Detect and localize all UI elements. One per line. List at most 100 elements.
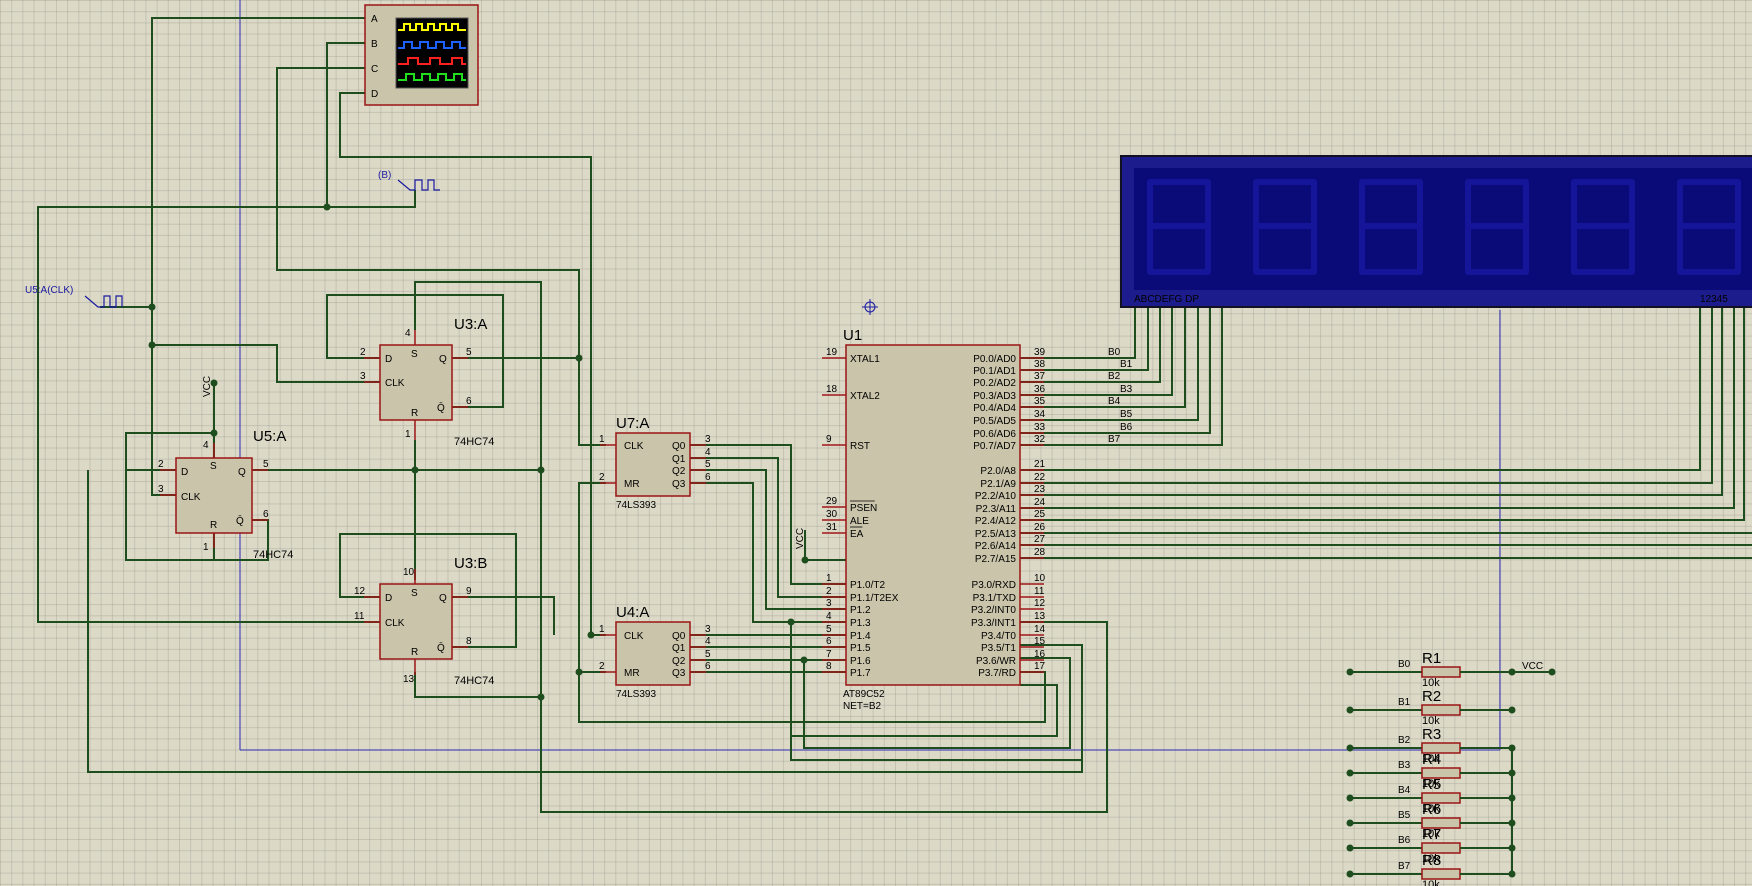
resistor-value: 10k	[1422, 828, 1440, 840]
u1-left-pin-num: 8	[826, 661, 832, 672]
u3a-pin-d: D	[385, 354, 392, 365]
u3b-part: 74HC74	[454, 675, 494, 687]
u1-left-pin-name: ALE	[850, 516, 869, 527]
sheet-border	[239, 0, 1501, 751]
u7-num-clk: 1	[599, 434, 605, 445]
u1-right-pin-num: 12	[1034, 598, 1046, 609]
u5-num-q: 5	[263, 459, 269, 470]
u4-counter[interactable]: CLK MR Q0 Q1 Q2 Q3 1 2 3 4 5 6 U4:A 74LS…	[599, 604, 711, 700]
u5-flipflop[interactable]: D CLK Q Q̄ S R 2 3 5 6 4 1 U5:A 74HC74 V…	[158, 376, 293, 561]
u3b-flipflop[interactable]: D CLK Q Q̄ S R 12 11 9 8 10 13 U3:B 74HC…	[354, 555, 494, 687]
scope-pin-b: B	[371, 39, 378, 50]
u7-counter[interactable]: CLK MR Q0 Q1 Q2 Q3 1 2 3 4 5 6 U7:A 74LS…	[599, 415, 711, 511]
u1-right-pin-name: P0.5/AD5	[973, 416, 1016, 427]
u1-left-pin-name: P1.0/T2	[850, 580, 885, 591]
u4-pin-q1: Q1	[672, 643, 686, 654]
u4-part: 74LS393	[616, 689, 656, 700]
u3b-pin-clk: CLK	[385, 618, 405, 629]
u1-left-pin-name: XTAL1	[850, 354, 880, 365]
generator-u5-label: U5:A(CLK)	[25, 285, 73, 296]
u1-left-pin-num: 5	[826, 624, 832, 635]
u4-num-mr: 2	[599, 661, 605, 672]
u7-num-q1: 4	[705, 447, 711, 458]
u1-left-pin-name: XTAL2	[850, 391, 880, 402]
u3a-pin-q: Q	[439, 354, 447, 365]
u3b-pin-q: Q	[439, 593, 447, 604]
lcd-digits	[1147, 179, 1741, 275]
u1-right-pin-num: 37	[1034, 371, 1046, 382]
u1-right-pin-num: 21	[1034, 459, 1046, 470]
u1-right-pin-name: P0.1/AD1	[973, 366, 1016, 377]
u1-right-pin-num: 23	[1034, 484, 1046, 495]
u7-num-q3: 6	[705, 472, 711, 483]
u1-right-pin-name: P2.7/A15	[975, 554, 1017, 565]
u5-num-d: 2	[158, 459, 164, 470]
u1-right-pin-name: P2.3/A11	[976, 504, 1017, 515]
u3a-num-r: 1	[405, 429, 411, 440]
u5-vcc: VCC	[202, 376, 213, 397]
u1-right-pin-name: P3.1/TXD	[973, 593, 1016, 604]
u1-right-pin-name: P3.6/WR	[976, 656, 1016, 667]
resistor-net: B3	[1398, 760, 1411, 771]
u1-bus-label: B0	[1108, 347, 1121, 358]
u3a-num-s: 4	[405, 328, 411, 339]
u3b-pin-qb: Q̄	[437, 641, 445, 654]
u4-num-q1: 4	[705, 636, 711, 647]
oscilloscope[interactable]: A B C D	[364, 4, 479, 106]
u1-left-pin-num: 29	[826, 496, 838, 507]
u1-bus-label: B7	[1108, 434, 1121, 445]
u3b-num-qb: 8	[466, 636, 472, 647]
scope-pin-c: C	[371, 64, 378, 75]
resistor-value: 10k	[1422, 778, 1440, 790]
generator-b[interactable]: (B)	[378, 170, 440, 191]
u3a-num-d: 2	[360, 347, 366, 358]
generator-u5-clk[interactable]: U5:A(CLK)	[25, 285, 123, 308]
wires	[37, 17, 1752, 874]
u4-pin-mr: MR	[624, 668, 640, 679]
u5-pin-qb: Q̄	[236, 514, 244, 527]
u3a-flipflop[interactable]: D CLK Q Q̄ S R 2 3 5 6 4 1 U3:A 74HC74	[360, 316, 494, 448]
u3a-part: 74HC74	[454, 436, 494, 448]
u1-right-pin-num: 25	[1034, 509, 1046, 520]
lcd-digit	[1253, 179, 1317, 275]
resistor-net: B1	[1398, 697, 1411, 708]
u3b-pin-s: S	[411, 588, 418, 599]
u1-left-pin-name: P1.4	[850, 631, 871, 642]
u1-left-pin-name: PSEN	[850, 503, 877, 514]
u1-left-pin-num: 2	[826, 586, 832, 597]
u4-pin-q0: Q0	[672, 631, 686, 642]
u1-right-pin-num: 32	[1034, 434, 1046, 445]
u5-pin-d: D	[181, 467, 188, 478]
u1-right-pin-num: 38	[1034, 359, 1046, 370]
u4-num-q2: 5	[705, 649, 711, 660]
resistor-net: B7	[1398, 861, 1411, 872]
u1-right-pin-name: P0.2/AD2	[973, 378, 1016, 389]
seven-segment-display[interactable]: ABCDEFG DP 12345	[1120, 155, 1752, 308]
u1-microcontroller[interactable]: 19XTAL118XTAL29RST29PSEN30ALE31EA1P1.0/T…	[795, 327, 1133, 712]
u1-bus-label: B2	[1108, 371, 1121, 382]
u5-num-clk: 3	[158, 484, 164, 495]
resistor-ref: R3	[1422, 726, 1441, 743]
u3a-ref: U3:A	[454, 316, 487, 333]
u3a-pin-s: S	[411, 349, 418, 360]
lcd-segment-label: ABCDEFG DP	[1134, 294, 1199, 305]
u1-left-pin-name: RST	[850, 441, 870, 452]
u1-right-pin-num: 28	[1034, 547, 1046, 558]
u1-right-pin-name: P3.7/RD	[978, 668, 1016, 679]
u1-left-pin-name: EA	[850, 529, 864, 540]
u5-num-s: 4	[203, 440, 209, 451]
u1-left-pins: 19XTAL118XTAL29RST29PSEN30ALE31EA1P1.0/T…	[822, 347, 899, 679]
u1-left-pin-num: 3	[826, 598, 832, 609]
resistor-ref: R7	[1422, 826, 1441, 843]
lcd-digit	[1465, 179, 1529, 275]
u1-right-pin-name: P0.3/AD3	[973, 391, 1016, 402]
u5-pin-q: Q	[238, 467, 246, 478]
u1-bus-label: B4	[1108, 396, 1121, 407]
u7-part: 74LS393	[616, 500, 656, 511]
u1-right-pin-num: 35	[1034, 396, 1046, 407]
u7-pin-mr: MR	[624, 479, 640, 490]
